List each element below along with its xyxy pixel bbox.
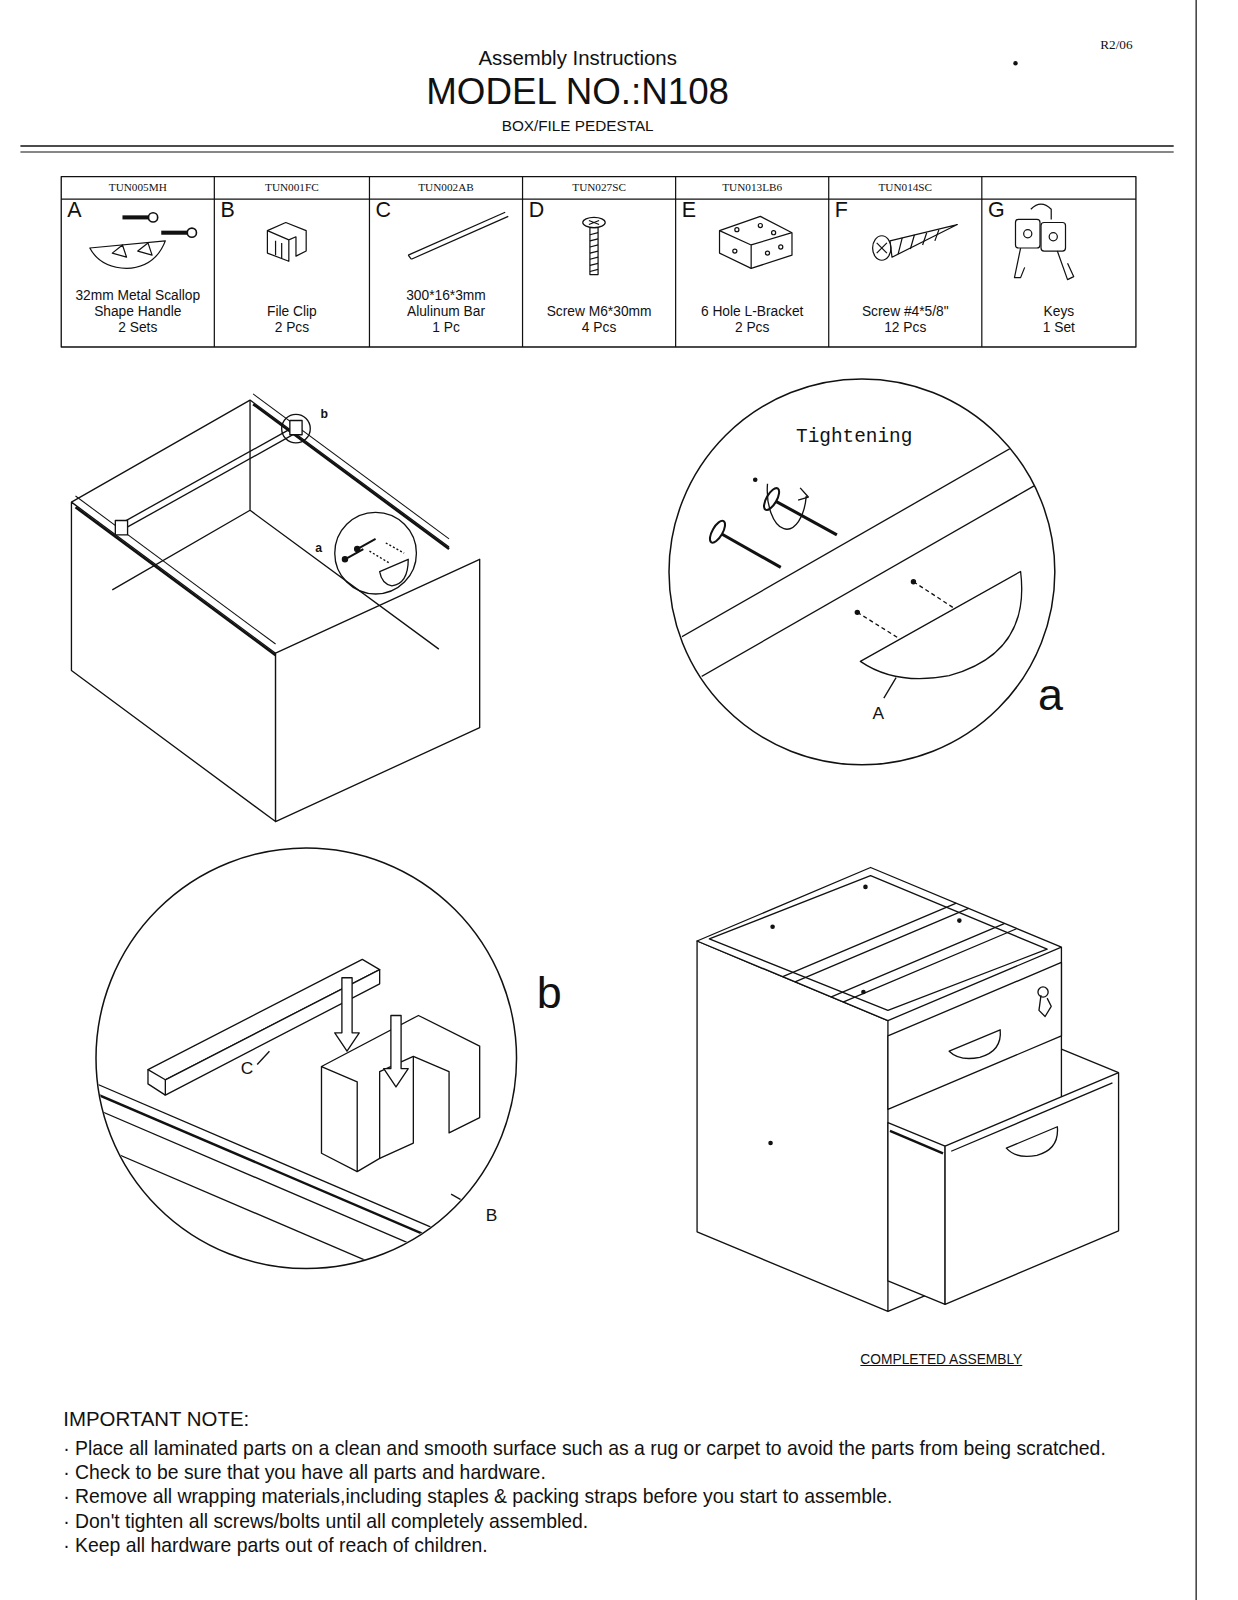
wood-screw-icon <box>873 225 958 261</box>
part-letter: F <box>835 198 848 223</box>
detail-letter: b <box>537 968 562 1017</box>
completed-cabinet-drawing <box>697 868 1119 1312</box>
callout-letter: b <box>320 407 327 421</box>
part-callout: B <box>486 1206 498 1225</box>
part-code: TUN013LB6 <box>676 181 829 194</box>
part-quantity: 1 Pc <box>375 320 518 336</box>
part-name: Screw M6*30mm <box>528 304 671 320</box>
note-heading: IMPORTANT NOTE: <box>63 1408 249 1431</box>
note-item: · Don't tighten all screws/bolts until a… <box>63 1510 1175 1532</box>
part-letter: G <box>988 198 1005 223</box>
machine-screw-icon <box>583 217 605 274</box>
part-name: File Clip <box>219 304 364 320</box>
part-quantity: 1 Set <box>987 320 1131 336</box>
detail-circle: TighteningAa <box>668 378 1056 766</box>
part-name: Keys <box>987 304 1131 320</box>
note-item: · Remove all wrapping materials,includin… <box>63 1485 1175 1507</box>
detail-circle-outline <box>95 847 518 1270</box>
part-code: TUN027SC <box>523 181 676 194</box>
part-quantity: 12 Pcs <box>834 320 977 336</box>
figure-caption: COMPLETED ASSEMBLY <box>860 1352 1022 1368</box>
drawer-drawing <box>71 394 479 822</box>
part-callout: A <box>873 704 885 723</box>
keys-icon <box>1014 204 1073 280</box>
parts-table <box>61 177 1136 347</box>
doc-heading: Assembly Instructions <box>323 47 833 70</box>
note-item: · Place all laminated parts on a clean a… <box>63 1437 1175 1459</box>
part-name: 300*16*3mm Alulinum Bar <box>395 288 497 320</box>
part-name: 6 Hole L-Bracket <box>681 304 824 320</box>
callout-letter: a <box>315 541 322 555</box>
part-code: TUN014SC <box>829 181 982 194</box>
part-callout: C <box>241 1059 254 1078</box>
part-code: TUN002AB <box>369 181 522 194</box>
part-name: Screw #4*5/8" <box>834 304 977 320</box>
revision-code: R2/06 <box>1100 37 1171 52</box>
part-code: TUN001FC <box>214 181 369 194</box>
part-name: 32mm Metal Scallop Shape Handle <box>66 288 209 320</box>
action-label: Tightening <box>796 427 912 448</box>
model-title: MODEL NO.:N108 <box>271 71 883 113</box>
note-item: · Check to be sure that you have all par… <box>63 1461 1175 1483</box>
part-quantity: 2 Pcs <box>681 320 824 336</box>
l-bracket-icon <box>720 216 792 268</box>
part-letter: A <box>67 198 81 223</box>
detail-letter: a <box>1038 670 1063 719</box>
aluminum-bar-icon <box>408 212 508 259</box>
part-quantity: 4 Pcs <box>528 320 671 336</box>
note-item: · Keep all hardware parts out of reach o… <box>63 1534 1175 1556</box>
part-code: TUN005MH <box>61 181 214 194</box>
handle-icon <box>90 213 197 269</box>
part-letter: C <box>376 198 391 223</box>
part-letter: E <box>682 198 696 223</box>
file-clip-icon <box>267 222 306 261</box>
part-quantity: 2 Sets <box>66 320 209 336</box>
part-quantity: 2 Pcs <box>219 320 364 336</box>
part-letter: B <box>220 198 234 223</box>
detail-a-drawing <box>653 413 1071 704</box>
detail-circle: CBb <box>95 847 518 1270</box>
detail-b-drawing <box>92 959 521 1326</box>
part-letter: D <box>529 198 544 223</box>
doc-subtitle: BOX/FILE PEDESTAL <box>323 117 833 135</box>
header-rule <box>20 0 1196 1600</box>
